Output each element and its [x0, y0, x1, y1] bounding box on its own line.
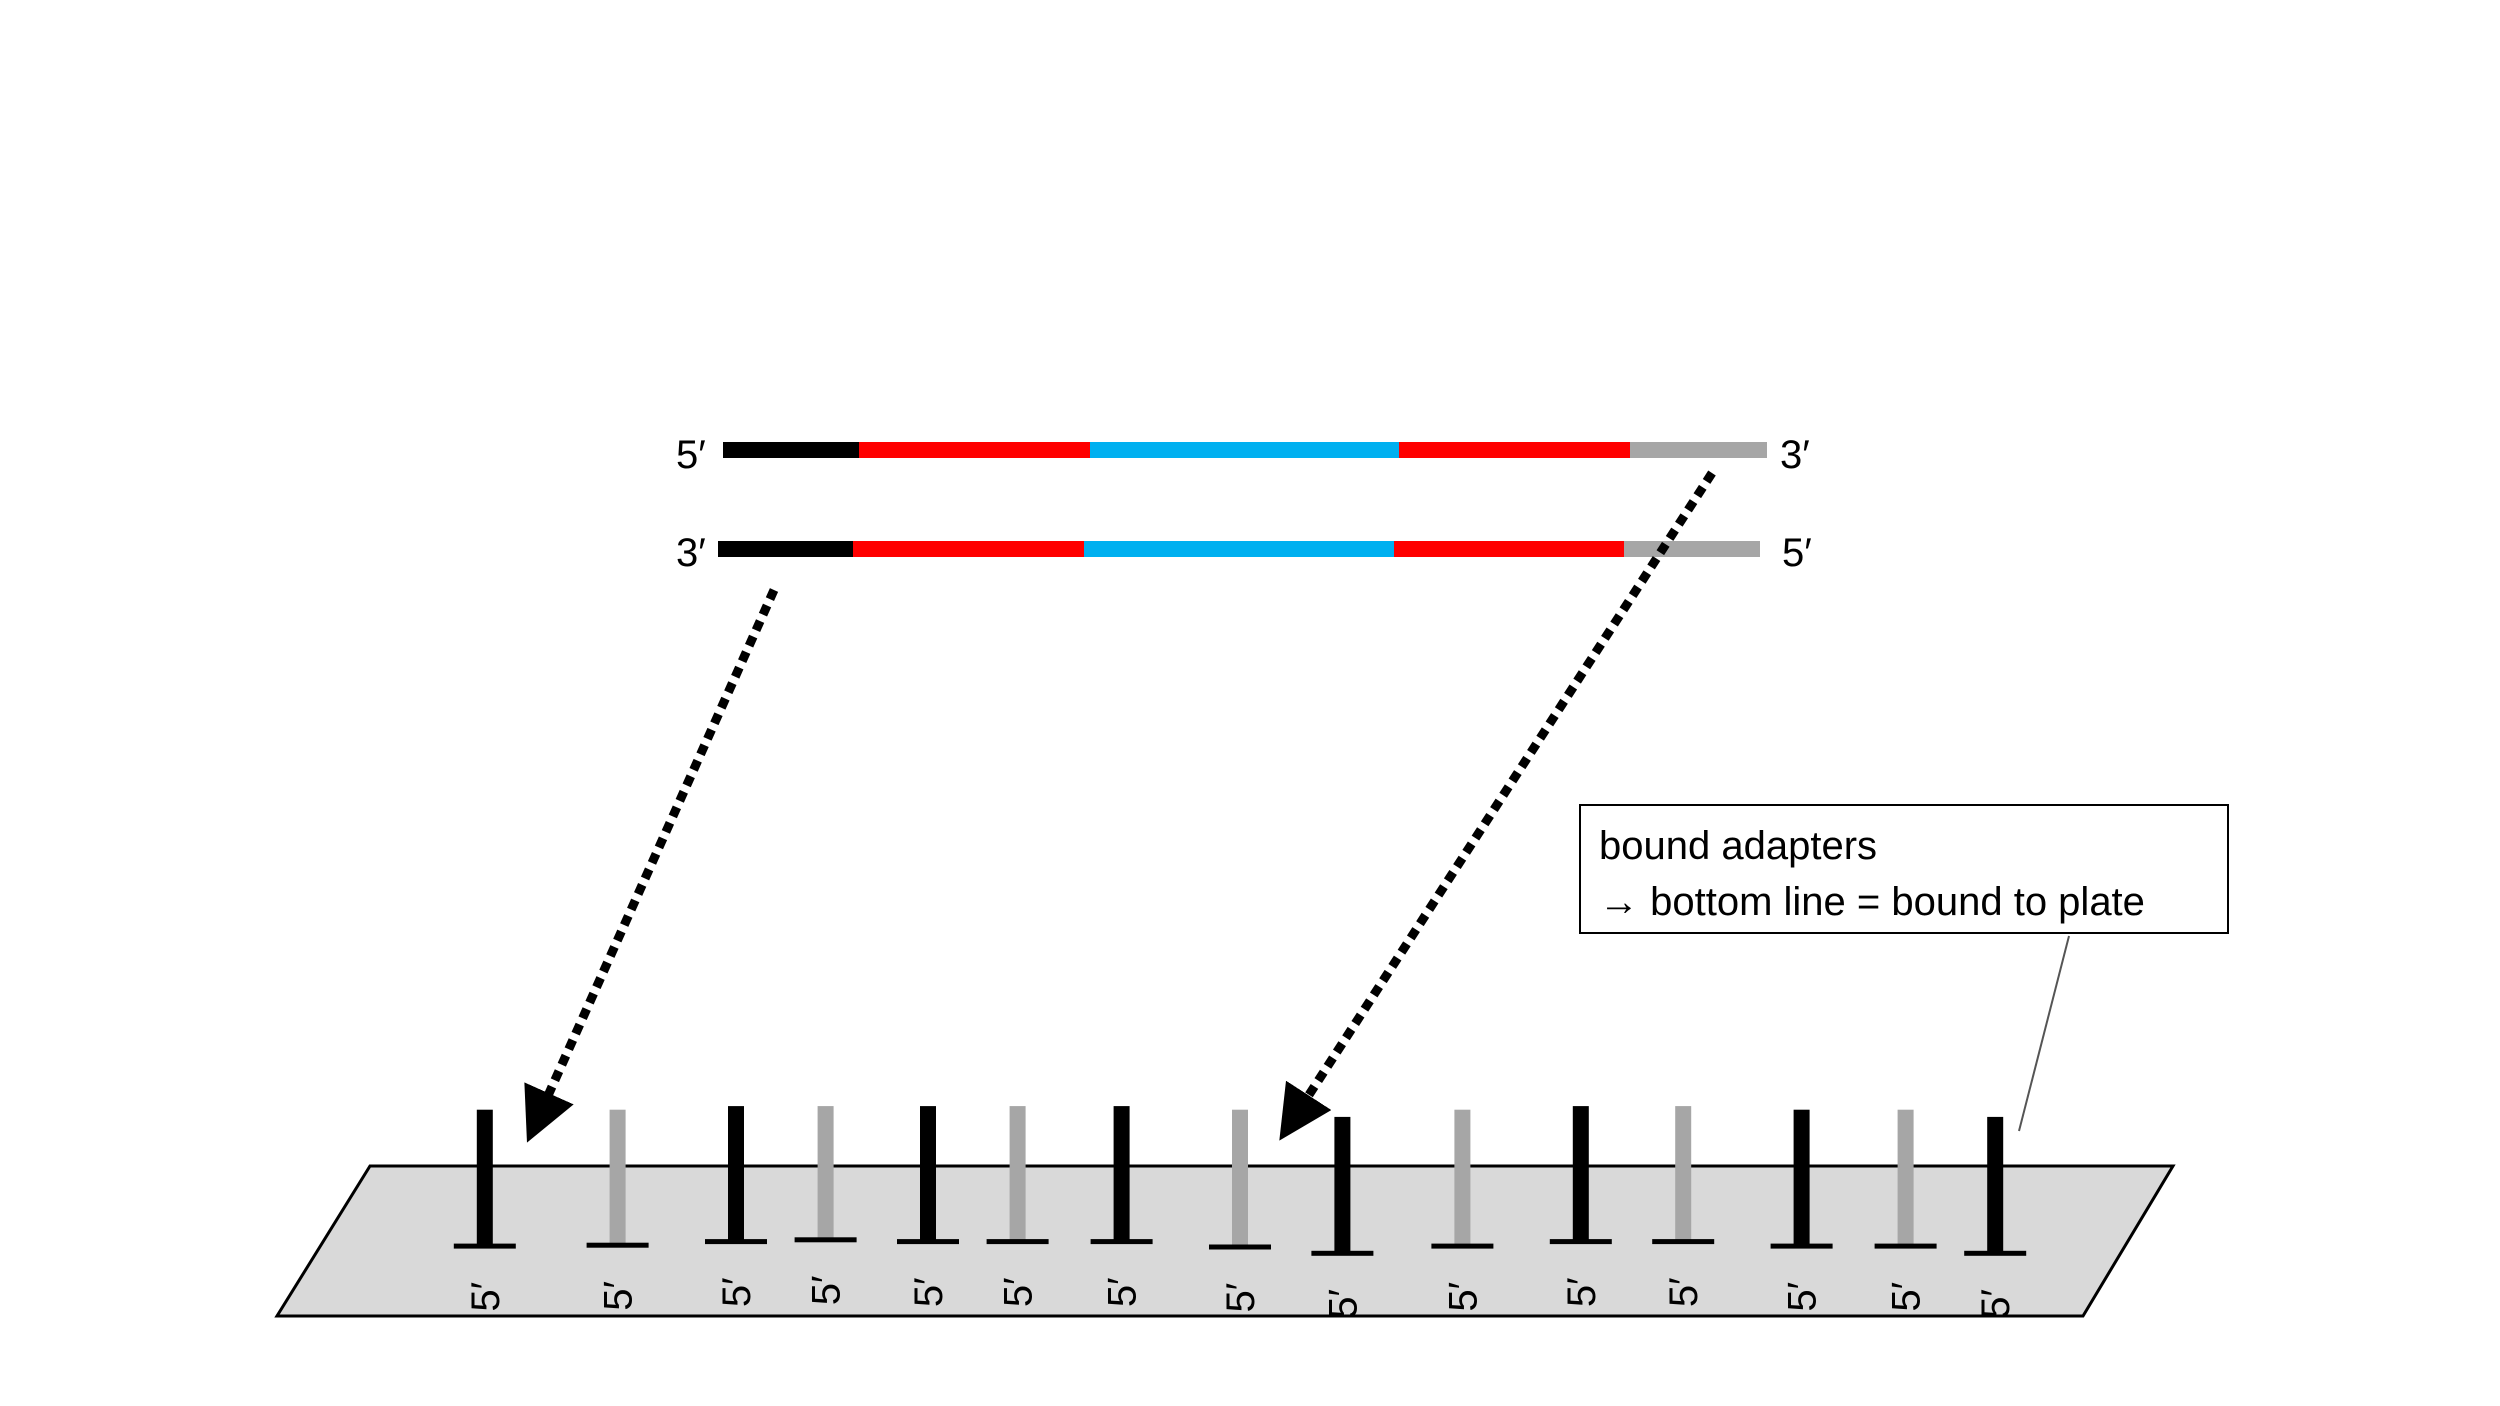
- strand1-segment-4: [1399, 442, 1630, 458]
- adapter-base-line: [897, 1239, 959, 1245]
- strand2-left-label: 3′: [676, 531, 706, 575]
- adapter-5prime-label: 5′: [1560, 1277, 1604, 1307]
- adapter: 5′: [453, 1109, 516, 1312]
- strand2-segment-3: [1084, 541, 1394, 557]
- adapter: 5′: [1549, 1106, 1612, 1307]
- strand2-segment-5: [1624, 541, 1760, 557]
- callout-box: bound adapters → bottom line = bound to …: [1579, 804, 2229, 934]
- adapter-base-line: [986, 1239, 1049, 1245]
- adapter-5prime-label: 5′: [715, 1277, 759, 1307]
- adapter-base-line: [794, 1237, 857, 1243]
- strand1-segment-5: [1630, 442, 1767, 458]
- adapter-base-line: [1431, 1243, 1494, 1249]
- adapter: 5′: [1311, 1116, 1374, 1319]
- adapter-5prime-label: 5′: [1101, 1277, 1145, 1307]
- adapter-5prime-label: 5′: [1441, 1282, 1485, 1312]
- adapter-5prime-label: 5′: [464, 1282, 508, 1312]
- adapter: 5′: [1874, 1109, 1937, 1312]
- adapter-stem: [1572, 1106, 1589, 1242]
- adapter-stem: [1454, 1109, 1471, 1246]
- strand2-segment-4: [1394, 541, 1624, 557]
- plate: [274, 1164, 2176, 1318]
- adapter-5prime-label: 5′: [907, 1277, 951, 1307]
- adapter: 5′: [1964, 1116, 2027, 1319]
- strand1-left-label: 5′: [676, 433, 706, 477]
- adapter: 5′: [1209, 1109, 1271, 1313]
- adapter-stem: [1897, 1109, 1914, 1246]
- adapter: 5′: [1090, 1106, 1153, 1307]
- adapter-base-line: [705, 1239, 767, 1245]
- adapter-5prime-label: 5′: [1321, 1289, 1365, 1319]
- adapter-base-line: [453, 1243, 516, 1249]
- adapter: 5′: [1770, 1109, 1833, 1312]
- strand1-segment-3: [1090, 442, 1399, 458]
- adapter: 5′: [794, 1106, 857, 1306]
- strand2-segment-1: [718, 541, 853, 557]
- adapter-stem: [1987, 1116, 2004, 1253]
- adapter-stem: [1793, 1109, 1810, 1246]
- adapter: 5′: [705, 1106, 767, 1307]
- adapter-stem: [476, 1109, 493, 1246]
- adapter-5prime-label: 5′: [805, 1276, 849, 1306]
- strand2-right-label: 5′: [1782, 531, 1812, 575]
- strand1-right-label: 3′: [1780, 433, 1810, 477]
- adapter-stem: [1113, 1106, 1130, 1242]
- bound-adapters: 5′ 5′ 5′ 5′ 5′ 5′ 5′ 5′ 5′ 5′ 5′ 5′ 5′ 5′ 5′: [453, 1106, 2027, 1319]
- adapter: 5′: [1652, 1106, 1715, 1307]
- adapter-stem: [920, 1106, 936, 1242]
- adapter-stem: [728, 1106, 744, 1242]
- adapter-stem: [1675, 1106, 1692, 1242]
- adapter-5prime-label: 5′: [997, 1277, 1041, 1307]
- callout-line1: bound adapters: [1599, 824, 1878, 868]
- adapter-5prime-label: 5′: [1885, 1282, 1929, 1312]
- adapter-stem: [609, 1109, 626, 1245]
- adapter: 5′: [986, 1106, 1049, 1307]
- adapter: 5′: [897, 1106, 959, 1307]
- callout-line2: → bottom line = bound to plate: [1599, 880, 2145, 924]
- adapter-5prime-label: 5′: [1662, 1277, 1706, 1307]
- dna-strands: [718, 442, 1767, 557]
- adapter-base-line: [1311, 1250, 1374, 1256]
- adapter-base-line: [1549, 1239, 1612, 1245]
- strand2-segment-2: [853, 541, 1084, 557]
- adapter-base-line: [1770, 1243, 1833, 1249]
- adapter: 5′: [1431, 1109, 1494, 1312]
- strand1-segment-2: [859, 442, 1090, 458]
- adapter: 5′: [586, 1109, 649, 1311]
- adapter-stem: [1232, 1109, 1248, 1247]
- adapter-base-line: [1964, 1250, 2027, 1256]
- strand1-segment-1: [723, 442, 859, 458]
- adapter-base-line: [1652, 1239, 1715, 1245]
- adapter-stem: [817, 1106, 834, 1240]
- adapter-5prime-label: 5′: [1219, 1283, 1263, 1313]
- adapter-stem: [1334, 1116, 1351, 1253]
- dotted-arrow-left: [524, 588, 779, 1143]
- adapter-base-line: [1209, 1244, 1271, 1250]
- adapter-5prime-label: 5′: [1974, 1289, 2018, 1319]
- callout-leader-line: [2018, 935, 2070, 1132]
- adapter-5prime-label: 5′: [1781, 1282, 1825, 1312]
- dotted-arrow-right: [1279, 470, 1716, 1141]
- adapter-5prime-label: 5′: [597, 1281, 641, 1311]
- adapter-base-line: [1874, 1243, 1937, 1249]
- adapter-stem: [1009, 1106, 1026, 1242]
- adapter-base-line: [1090, 1239, 1153, 1245]
- adapter-base-line: [586, 1242, 649, 1248]
